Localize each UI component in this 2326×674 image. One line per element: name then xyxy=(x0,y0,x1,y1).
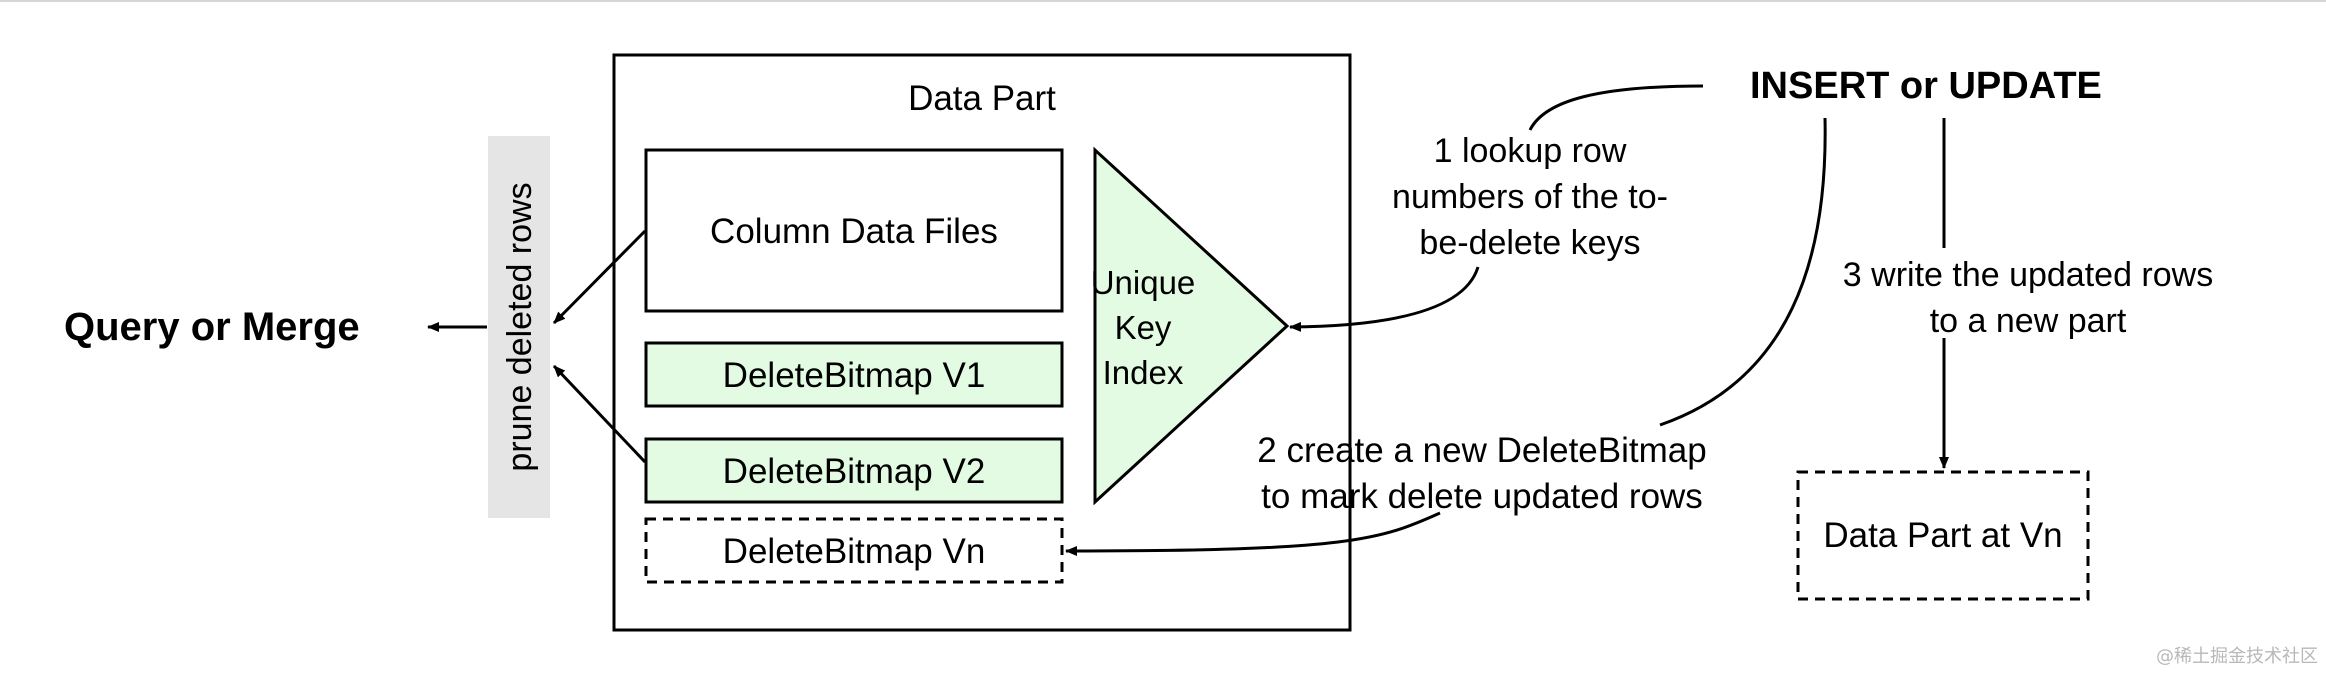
new-data-part-label: Data Part at Vn xyxy=(1823,516,2062,555)
step1-line2: numbers of the to- xyxy=(1392,178,1668,216)
delete-bitmap-vn-box xyxy=(644,517,1064,584)
query-merge-label: Query or Merge xyxy=(64,305,360,349)
step2-curve-top xyxy=(1659,117,1827,427)
step2-line2: to mark delete updated rows xyxy=(1261,477,1703,516)
delete-bitmap-v1-label: DeleteBitmap V1 xyxy=(723,356,986,395)
unique-key-index-line1: Unique xyxy=(1091,264,1196,301)
new-data-part-box xyxy=(1796,470,2090,601)
data-part-title: Data Part xyxy=(908,79,1056,118)
delete-bitmap-v2-label: DeleteBitmap V2 xyxy=(723,452,986,491)
arrow-columns-to-prune xyxy=(552,229,647,325)
step3-line2: to a new part xyxy=(1930,302,2127,340)
step3-line1: 3 write the updated rows xyxy=(1843,256,2213,294)
step1-line3: be-delete keys xyxy=(1419,224,1640,262)
delete-bitmap-vn-label: DeleteBitmap Vn xyxy=(723,532,986,571)
watermark: @稀土掘金技术社区 xyxy=(2156,646,2318,667)
insert-update-label: INSERT or UPDATE xyxy=(1750,65,2102,107)
step1-arrow xyxy=(1289,266,1480,332)
prune-bar xyxy=(488,136,550,518)
top-divider xyxy=(0,0,2326,2)
delete-bitmap-v2-box xyxy=(644,437,1064,504)
step1-curve-top xyxy=(1528,84,1704,131)
delete-bitmap-v1-box xyxy=(644,341,1064,408)
step2-arrow xyxy=(1065,511,1441,556)
unique-key-index-line3: Index xyxy=(1103,354,1184,391)
column-data-files-box xyxy=(644,148,1064,313)
step1-line1: 1 lookup row xyxy=(1434,132,1627,170)
data-part-box xyxy=(612,53,1352,632)
unique-key-index-triangle xyxy=(1093,146,1290,506)
column-data-files-label: Column Data Files xyxy=(710,212,998,251)
prune-deleted-rows-label: prune deleted rows xyxy=(501,182,539,471)
unique-key-index-line2: Key xyxy=(1115,309,1172,346)
arrow-bitmaps-to-prune xyxy=(552,364,647,464)
step2-line1: 2 create a new DeleteBitmap xyxy=(1257,431,1706,470)
